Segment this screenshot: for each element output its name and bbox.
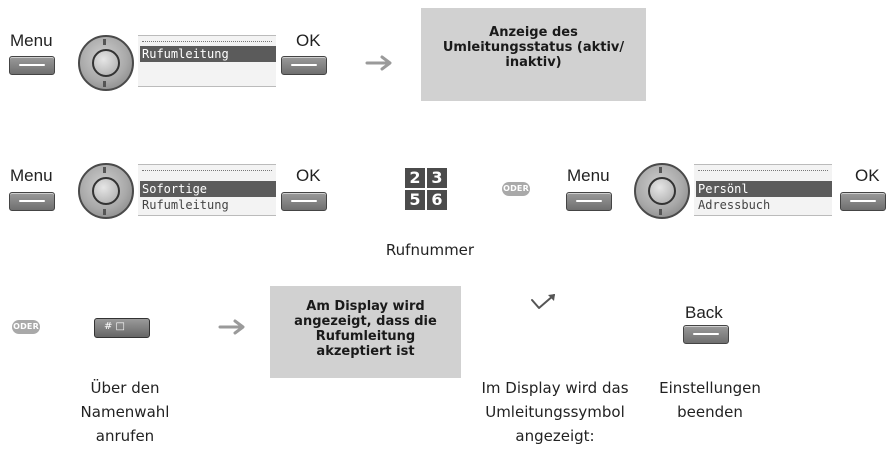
caption-line: anrufen: [95, 427, 155, 445]
info-line: Rufumleitung: [315, 329, 416, 344]
digit-key[interactable]: 6: [427, 190, 447, 210]
display-screen: Rufumleitung: [138, 35, 276, 87]
menu-key[interactable]: [566, 192, 612, 211]
navigator-icon[interactable]: [634, 163, 690, 219]
display-separator: [698, 170, 828, 171]
back-key[interactable]: [683, 325, 729, 344]
or-badge: ODER: [502, 182, 530, 196]
caption-line: Einstellungen: [659, 379, 761, 397]
forward-symbol-icon: [531, 294, 555, 309]
menu-label: Menu: [567, 166, 610, 185]
ok-label: OK: [296, 166, 321, 185]
caption-line: Namenwahl: [80, 403, 170, 421]
name-dial-caption: Über den Namenwahl anrufen: [50, 376, 200, 448]
digit-key[interactable]: 5: [405, 190, 425, 210]
ok-label: OK: [855, 166, 880, 185]
digit-key[interactable]: 2: [405, 168, 425, 188]
info-line: Umleitungsstatus (aktiv/: [442, 40, 625, 55]
back-label: Back: [685, 303, 723, 322]
or-badge: ODER: [12, 320, 40, 334]
info-line: inaktiv): [505, 55, 562, 70]
caption-line: Über den: [90, 379, 160, 397]
number-caption: Rufnummer: [385, 241, 475, 259]
confirmation-info-box: Am Display wird angezeigt, dass die Rufu…: [270, 286, 461, 378]
menu-label: Menu: [10, 166, 53, 185]
ok-label: OK: [296, 31, 321, 50]
display-screen: Persönl Adressbuch: [694, 164, 832, 216]
display-separator: [142, 41, 272, 42]
symbol-caption: Im Display wird das Umleitungssymbol ang…: [460, 376, 650, 448]
address-book-key[interactable]: # □: [94, 318, 150, 338]
menu-key[interactable]: [9, 56, 55, 75]
keypad-digits-icon[interactable]: 2 3 5 6: [405, 168, 449, 212]
ok-key[interactable]: [281, 56, 327, 75]
caption-line: Im Display wird das: [481, 379, 629, 397]
navigator-icon[interactable]: [78, 35, 134, 91]
display-selected-line: Sofortige: [140, 181, 276, 197]
address-book-icon: # □: [104, 321, 126, 332]
menu-key[interactable]: [9, 192, 55, 211]
display-selected-line: Persönl: [696, 181, 832, 197]
info-line: angezeigt, dass die: [294, 314, 437, 329]
navigator-icon[interactable]: [78, 163, 134, 219]
right-arrow-icon: [218, 319, 245, 335]
ok-key[interactable]: [840, 192, 886, 211]
display-separator: [142, 170, 272, 171]
digit-key[interactable]: 3: [427, 168, 447, 188]
display-line: Adressbuch: [698, 198, 771, 212]
info-line: akzeptiert ist: [316, 344, 415, 359]
display-line: Rufumleitung: [142, 198, 229, 212]
display-screen: Sofortige Rufumleitung: [138, 164, 276, 216]
caption-line: beenden: [677, 403, 743, 421]
end-settings-caption: Einstellungen beenden: [645, 376, 775, 424]
caption-line: angezeigt:: [515, 427, 595, 445]
display-selected-line: Rufumleitung: [140, 46, 276, 62]
status-info-box: Anzeige des Umleitungsstatus (aktiv/ ina…: [421, 8, 646, 101]
right-arrow-icon: [365, 55, 392, 71]
menu-label: Menu: [10, 31, 53, 50]
info-line: Am Display wird: [306, 299, 425, 314]
info-line: Anzeige des: [489, 25, 578, 40]
ok-key[interactable]: [281, 192, 327, 211]
caption-line: Umleitungssymbol: [485, 403, 625, 421]
